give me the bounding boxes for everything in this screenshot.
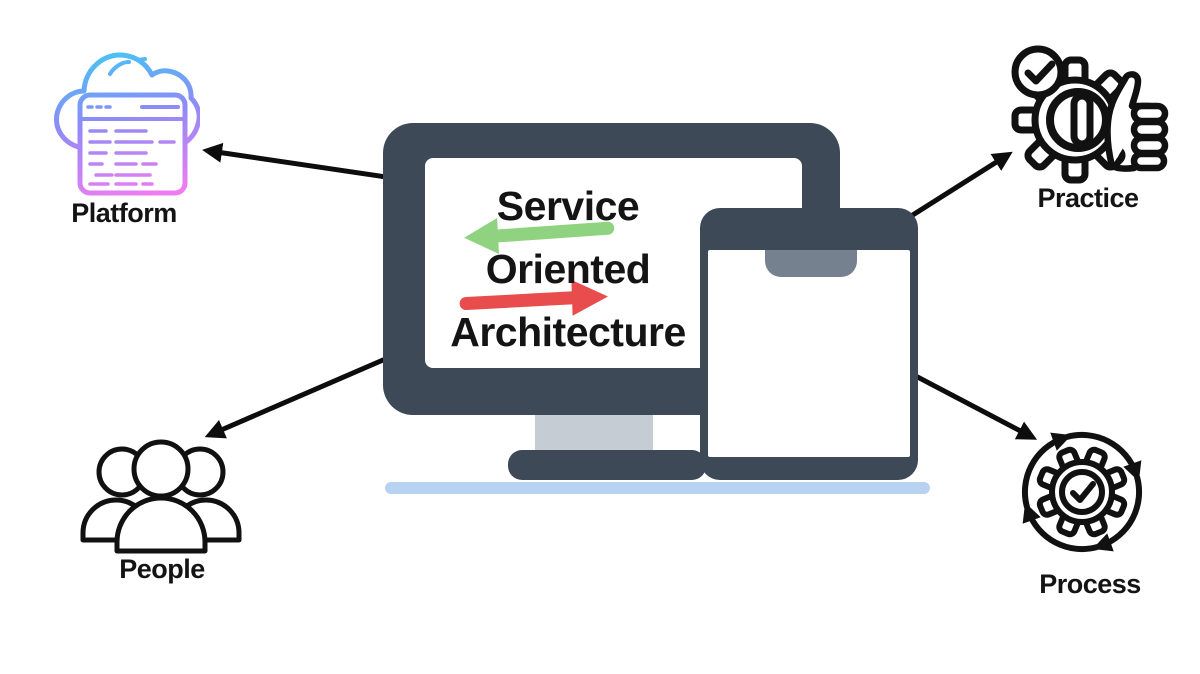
cloud-browser-icon — [54, 52, 200, 196]
inner-bar — [1070, 92, 1094, 148]
center-person-body — [114, 495, 208, 554]
monitor-stand-base — [508, 450, 706, 480]
gear-check-cycle-icon — [1022, 432, 1142, 552]
check-mark-icon — [1070, 481, 1096, 503]
ground-bar — [385, 482, 930, 494]
cycle-arrows — [1022, 432, 1142, 552]
check-badge-icon — [1011, 45, 1065, 99]
practice-label: Practice — [1037, 183, 1139, 213]
cloud-outline — [54, 52, 200, 151]
arrow-to-people — [204, 357, 386, 439]
arrow-to-practice — [905, 151, 1013, 221]
tablet-notch — [765, 250, 857, 277]
title-line-service: Service — [496, 183, 640, 229]
gear-thumbs-up-check-icon — [1011, 45, 1169, 184]
green-left-arrow — [464, 218, 615, 254]
title-line-architecture: Architecture — [450, 309, 686, 355]
gear — [1036, 446, 1128, 538]
tablet-screen — [708, 250, 910, 457]
center-person-head — [131, 439, 191, 499]
arrow-to-platform — [202, 142, 396, 181]
thumbs-up-hand — [1104, 71, 1169, 172]
people-label: People — [119, 554, 205, 584]
monitor-stand-neck — [535, 410, 653, 454]
title-line-oriented: Oriented — [485, 246, 651, 292]
platform-label: Platform — [71, 198, 177, 228]
group-of-people-icon — [80, 439, 242, 554]
red-right-arrow — [459, 279, 608, 316]
arrow-to-process — [905, 369, 1038, 440]
browser-window — [77, 92, 188, 196]
process-label: Process — [1039, 569, 1141, 599]
check-circle — [1059, 469, 1105, 515]
